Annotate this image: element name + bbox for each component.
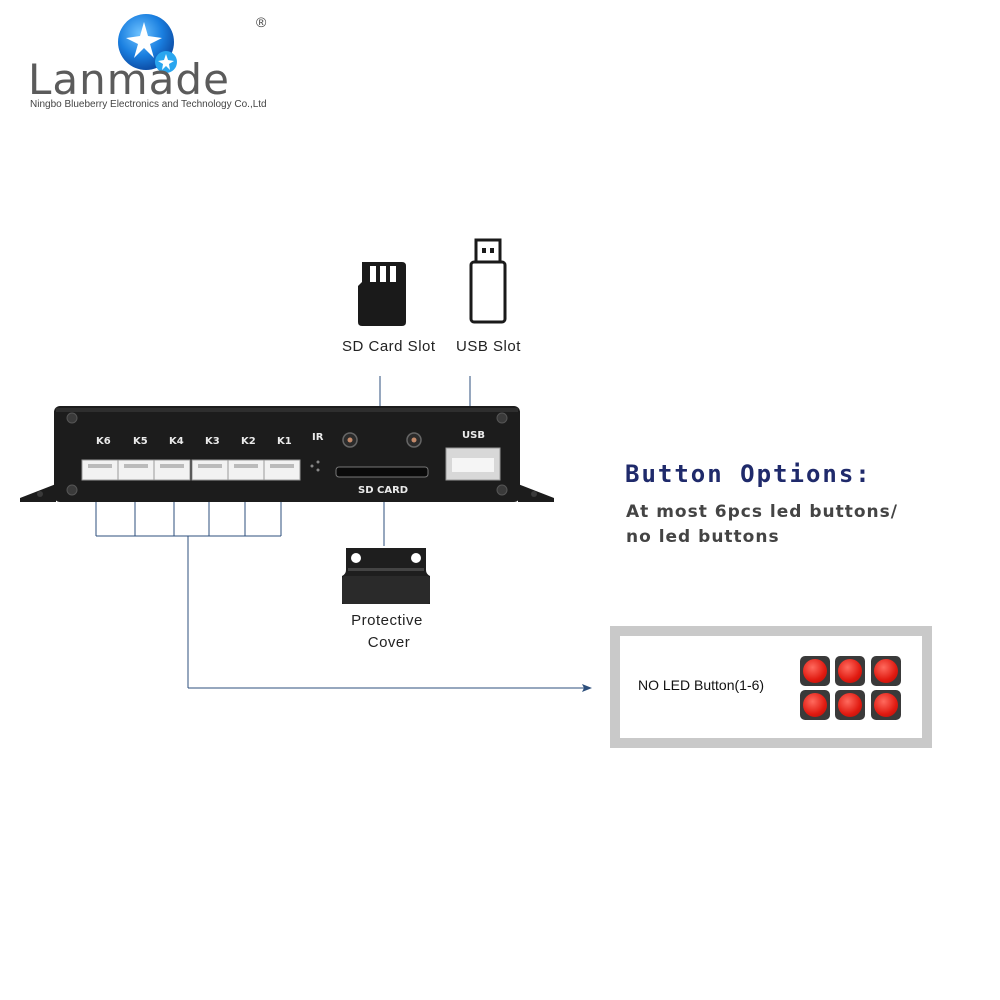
usb-port-label: USB [462, 430, 485, 441]
ir-label: IR [312, 432, 324, 443]
red-button-icon [800, 690, 830, 720]
port-label-k4: K4 [169, 436, 184, 447]
button-options-desc-line2: no led buttons [626, 527, 780, 547]
red-button-icon [800, 656, 830, 686]
no-led-button-label: NO LED Button(1-6) [638, 677, 765, 693]
port-label-k5: K5 [133, 436, 148, 447]
usb-slot-label: USB Slot [456, 338, 521, 355]
port-label-k3: K3 [205, 436, 220, 447]
usb-drive-icon [468, 238, 508, 326]
registered-mark: ® [256, 14, 267, 30]
red-button-icon [835, 690, 865, 720]
port-label-k2: K2 [241, 436, 256, 447]
port-label-k6: K6 [96, 436, 111, 447]
sd-card-port-label: SD CARD [358, 485, 409, 496]
button-panel-inner [620, 636, 922, 738]
protective-cover-label-line2: Cover [367, 634, 411, 651]
button-options-description: At most 6pcs led buttons/ no led buttons [626, 500, 956, 550]
logo-icon [116, 12, 182, 78]
protective-cover-icon [340, 546, 432, 606]
logo-subtitle: Ningbo Blueberry Electronics and Technol… [30, 99, 267, 110]
red-button-icon [835, 656, 865, 686]
sd-card-slot-label: SD Card Slot [342, 338, 436, 355]
button-options-title: Button Options: [625, 460, 872, 488]
logo-wordmark: Lanmade [28, 55, 230, 104]
protective-cover-label-line1: Protective [351, 612, 423, 629]
red-button-icon [871, 690, 901, 720]
button-options-desc-line1: At most 6pcs led buttons/ [626, 502, 898, 522]
red-button-icon [871, 656, 901, 686]
device-body [20, 404, 554, 508]
sd-card-icon [358, 262, 406, 326]
port-label-k1: K1 [277, 436, 292, 447]
